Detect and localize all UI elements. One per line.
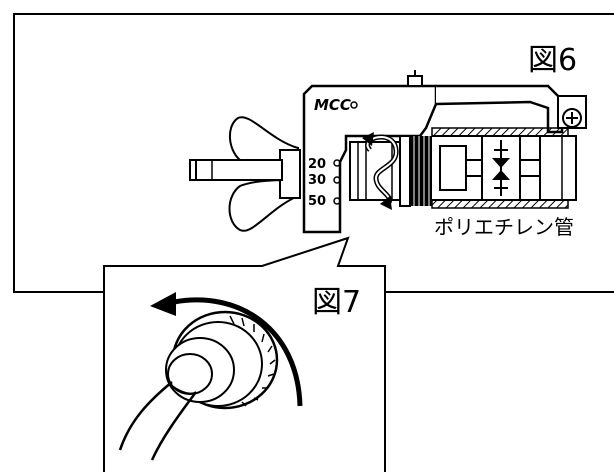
scale-marks: 20 30 50 [308,157,341,209]
logo-text: MCC [314,96,351,114]
figure6-frame [13,13,614,293]
scale-mark-50: 50 [308,194,326,209]
figure6-label: 図6 [528,43,577,78]
figure7-label: 図7 [312,285,361,320]
rotation-arrow [362,132,399,210]
figure7-knob [165,310,279,410]
pipe-label: ポリエチレン管 [434,215,574,239]
wing-nut [228,116,301,232]
scale-mark-30: 30 [308,173,326,188]
screw-head [557,95,587,129]
figure7-pipe [118,381,198,461]
polyethylene-pipe [431,127,577,209]
adjustment-ring [349,135,432,207]
figure7-rotation-arrow [150,292,303,407]
screw-shaft [189,159,283,181]
scale-mark-20: 20 [308,157,326,172]
blade-indicator [481,135,521,201]
